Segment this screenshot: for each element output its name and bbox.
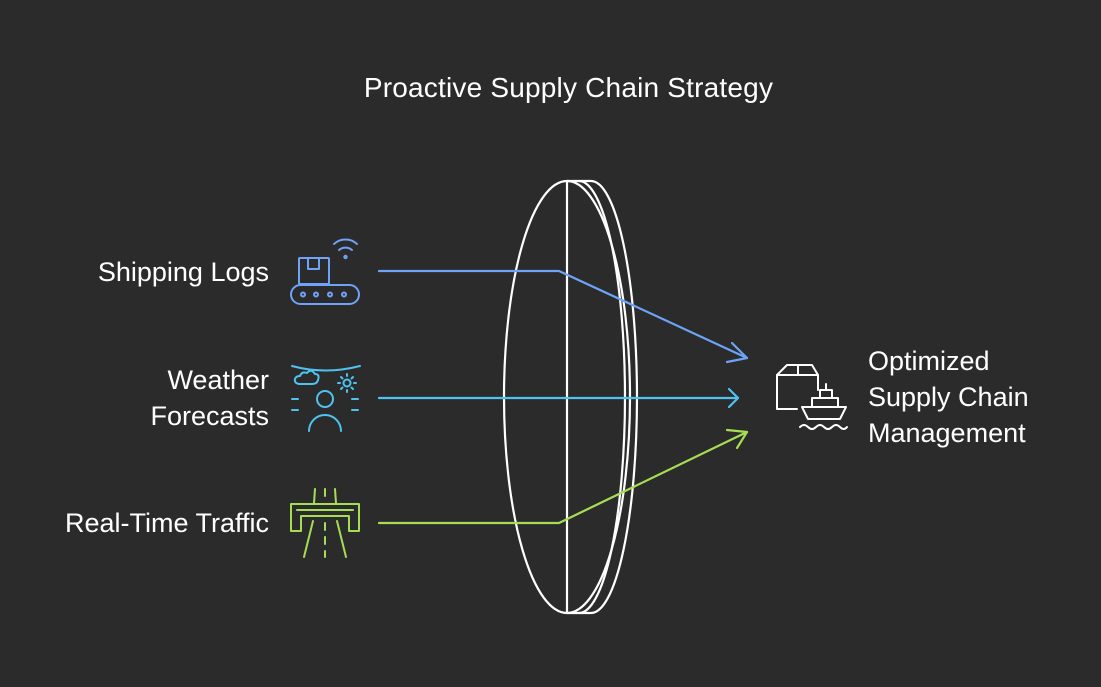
input-label-line: Real-Time Traffic [64, 508, 269, 538]
arrowhead [725, 428, 749, 450]
output-label-line: Management [868, 418, 1026, 448]
input-label-weather-forecasts: Weather Forecasts [150, 362, 269, 434]
package-ship-icon [776, 364, 848, 430]
arrow-weather-forecasts [377, 387, 740, 409]
diagram-title: Proactive Supply Chain Strategy [363, 72, 774, 103]
input-label-real-time-traffic: Real-Time Traffic [65, 505, 269, 541]
arrowhead [727, 387, 740, 409]
arrow-line [377, 269, 749, 360]
input-label-line: Forecasts [150, 401, 269, 431]
highway-road-icon [290, 488, 360, 558]
weather-person-icon [291, 365, 361, 432]
output-label-optimized-scm: Optimized Supply Chain Management [868, 343, 1029, 451]
conveyor-package-wifi-icon [290, 238, 360, 305]
input-label-line: Shipping Logs [97, 257, 269, 287]
lens-rim [565, 179, 639, 615]
arrowhead [725, 341, 749, 364]
input-label-shipping-logs: Shipping Logs [98, 254, 269, 290]
input-label-line: Weather [167, 365, 269, 395]
arrow-shipping-logs [377, 269, 749, 364]
output-label-line: Supply Chain [868, 382, 1029, 412]
arrow-real-time-traffic [377, 428, 749, 525]
arrow-line [377, 430, 749, 525]
output-label-line: Optimized [868, 346, 990, 376]
